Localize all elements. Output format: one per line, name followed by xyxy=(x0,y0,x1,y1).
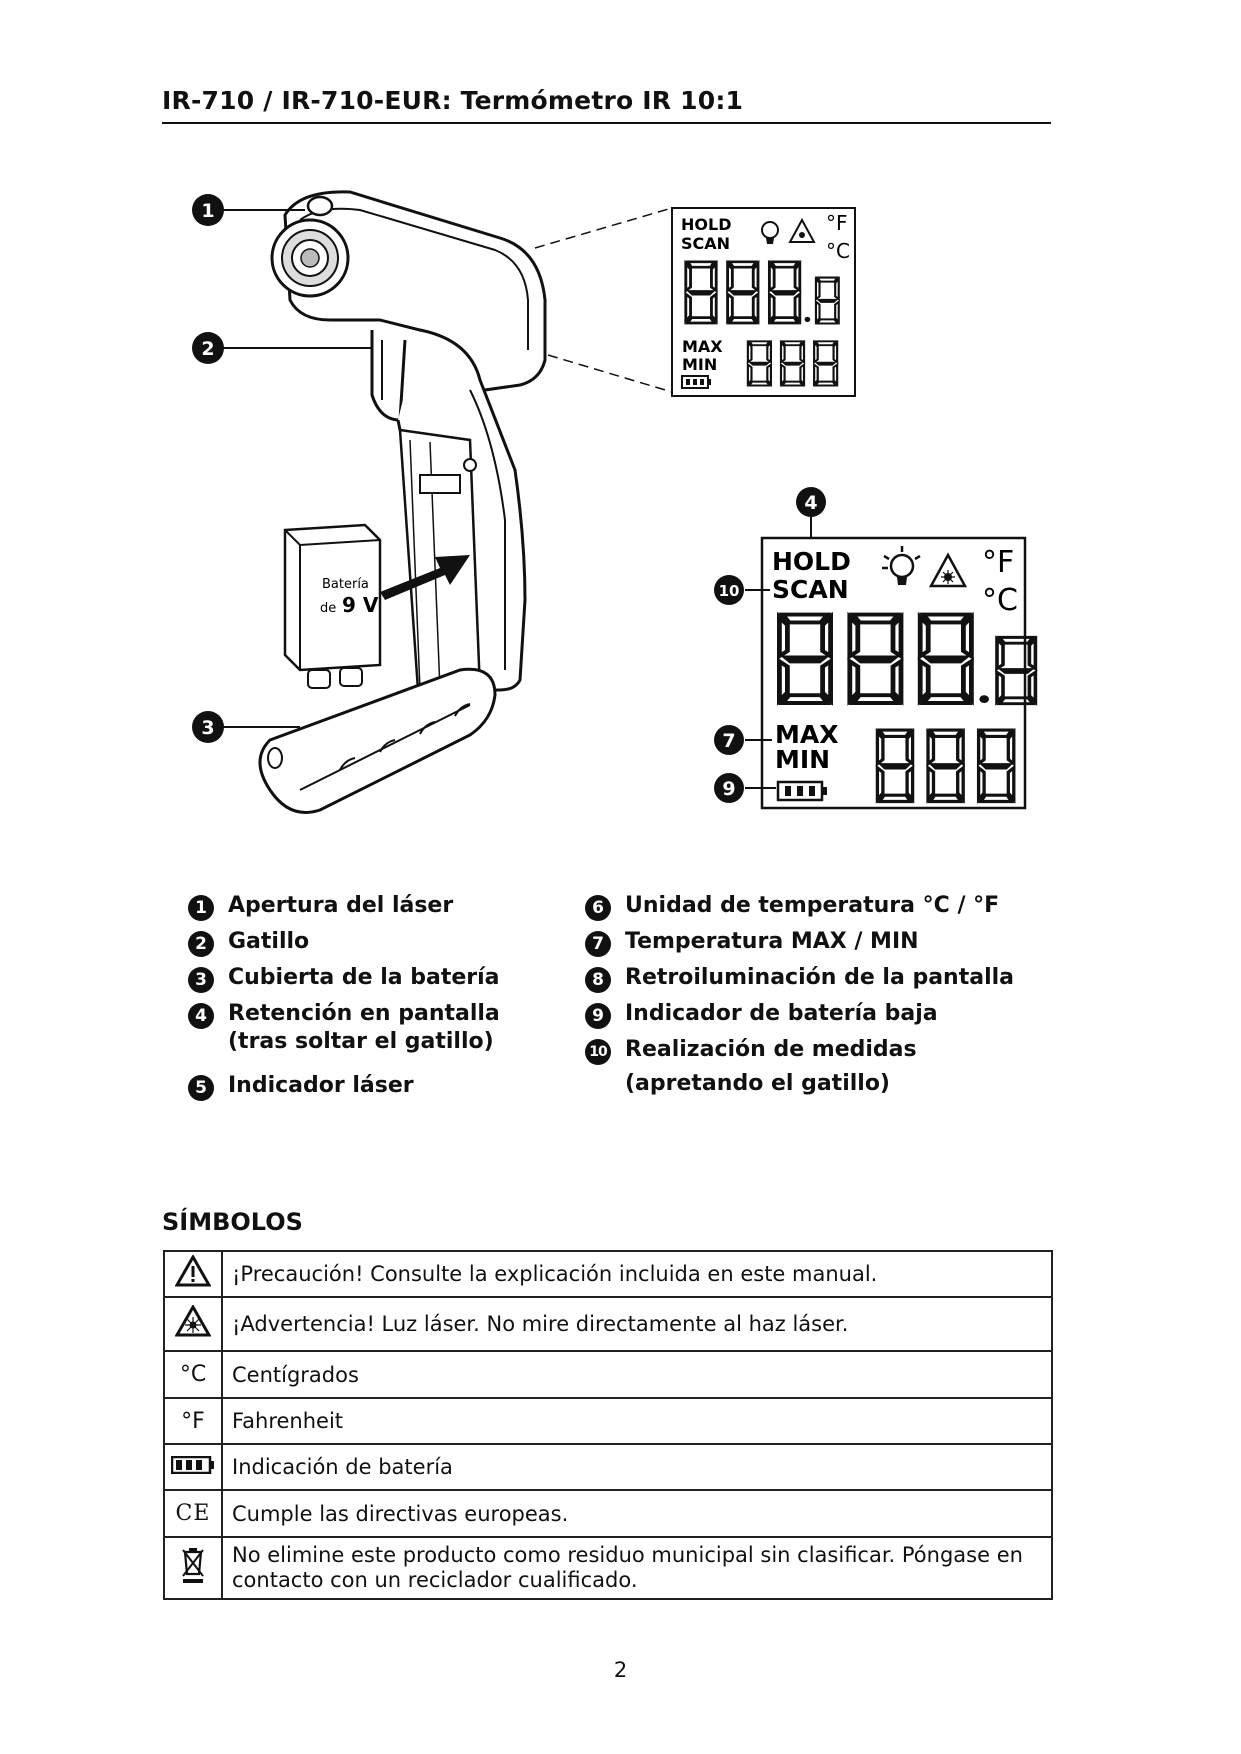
battery-icon xyxy=(163,1443,223,1491)
legend-item: 1 Apertura del láser xyxy=(188,888,500,924)
symbols-heading: SÍMBOLOS xyxy=(162,1208,303,1236)
table-row: ¡Precaución! Consulte la explicación inc… xyxy=(163,1250,1053,1298)
lcd-large-main-digits xyxy=(779,615,1038,706)
legend-number: 10 xyxy=(585,1039,611,1065)
battery-9v-drawing: Batería de 9 V xyxy=(283,523,382,689)
lcd-large-hold: HOLD xyxy=(772,547,851,576)
page-title: IR-710 / IR-710-EUR: Termómetro IR 10:1 xyxy=(162,86,744,115)
symbol-description: Fahrenheit xyxy=(221,1397,1053,1445)
legend-text: Retención en pantalla xyxy=(228,1001,500,1026)
lcd-large-scan: SCAN xyxy=(772,575,849,604)
legend-item: 5 Indicador láser xyxy=(188,1068,500,1104)
lcd-large: 4 HOLD SCAN 10 °F °C xyxy=(714,487,1038,810)
symbol-description: Indicación de batería xyxy=(221,1443,1053,1491)
lcd-large-min: MIN xyxy=(775,745,830,774)
caution-triangle-icon xyxy=(163,1250,223,1298)
callout-7: 7 xyxy=(722,730,735,752)
table-row: No elimine este producto como residuo mu… xyxy=(163,1536,1053,1600)
lcd-small: HOLD SCAN °F °C MAX MIN xyxy=(534,207,856,397)
legend-text: Gatillo xyxy=(228,929,310,954)
legend-text: Unidad de temperatura °C / °F xyxy=(625,893,1000,918)
ce-mark-icon: CE xyxy=(163,1489,223,1538)
legend-left: 1 Apertura del láser 2 Gatillo 3 Cubierta d… xyxy=(188,888,500,1104)
lcd-small-deg-f: °F xyxy=(826,211,848,235)
legend-number: 1 xyxy=(188,895,214,921)
lcd-small-max: MAX xyxy=(682,337,723,356)
lcd-small-bulb-icon xyxy=(761,221,779,244)
legend-text: Apertura del láser xyxy=(228,893,454,918)
callout-1: 1 xyxy=(201,200,214,222)
callout-9: 9 xyxy=(722,778,735,800)
battery-label-de: de xyxy=(320,601,336,616)
legend-subtext: (apretando el gatillo) xyxy=(625,1071,890,1096)
lcd-small-deg-c: °C xyxy=(826,239,850,263)
legend-item: 7 Temperatura MAX / MIN xyxy=(585,924,1014,960)
legend-item: 9 Indicador de batería baja xyxy=(585,996,1014,1032)
laser-warning-icon xyxy=(163,1296,223,1352)
legend-item: 6 Unidad de temperatura °C / °F xyxy=(585,888,1014,924)
legend-text: Indicador de batería baja xyxy=(625,1001,938,1026)
lcd-large-laser-icon xyxy=(928,552,968,588)
symbol-description: ¡Precaución! Consulte la explicación inc… xyxy=(221,1250,1053,1298)
legend-item: 2 Gatillo xyxy=(188,924,500,960)
legend-text: Retroiluminación de la pantalla xyxy=(625,965,1014,990)
lcd-small-min: MIN xyxy=(682,355,717,374)
lcd-small-main-digits xyxy=(684,260,840,325)
legend-item: 8 Retroiluminación de la pantalla xyxy=(585,960,1014,996)
symbol-description: ¡Advertencia! Luz láser. No mire directa… xyxy=(221,1296,1053,1352)
callout-3: 3 xyxy=(201,717,214,739)
table-row: °C Centígrados xyxy=(163,1350,1053,1399)
battery-label-line1: Batería xyxy=(322,577,369,592)
callout-2: 2 xyxy=(201,338,214,360)
lcd-small-laser-icon xyxy=(788,217,816,243)
legend-number: 6 xyxy=(585,895,611,921)
gun-callouts: 1 2 3 xyxy=(192,194,372,743)
battery-label-9v: 9 V xyxy=(342,593,379,617)
legend-item: 10 Realización de medidas (apretando el ga… xyxy=(585,1032,1014,1104)
lcd-large-battery-icon xyxy=(776,780,827,802)
fahrenheit-icon: °F xyxy=(163,1397,223,1445)
table-row: Indicación de batería xyxy=(163,1443,1053,1491)
legend-number: 7 xyxy=(585,931,611,957)
legend-right: 6 Unidad de temperatura °C / °F 7 Temperat… xyxy=(585,888,1014,1104)
callout-10: 10 xyxy=(719,582,740,600)
symbol-description: Cumple las directivas europeas. xyxy=(221,1489,1053,1538)
legend-text: Realización de medidas xyxy=(625,1037,917,1062)
legend-number: 9 xyxy=(585,1003,611,1029)
table-row: CE Cumple las directivas europeas. xyxy=(163,1489,1053,1538)
lcd-large-max: MAX xyxy=(775,720,839,749)
thermometer-body: Batería de 9 V xyxy=(258,190,547,814)
callout-4: 4 xyxy=(804,492,817,514)
legend-number: 2 xyxy=(188,931,214,957)
table-row: ¡Advertencia! Luz láser. No mire directa… xyxy=(163,1296,1053,1352)
page-number: 2 xyxy=(613,1658,628,1682)
legend-number: 8 xyxy=(585,967,611,993)
celsius-icon: °C xyxy=(163,1350,223,1399)
title-rule xyxy=(162,122,1051,124)
lcd-small-hold: HOLD xyxy=(681,215,731,234)
lcd-large-bulb-icon xyxy=(882,546,921,585)
weee-bin-icon xyxy=(163,1536,223,1600)
symbol-description: No elimine este producto como residuo mu… xyxy=(221,1536,1053,1600)
legend-number: 3 xyxy=(188,967,214,993)
lcd-large-deg-f: °F xyxy=(982,545,1014,580)
legend-number: 4 xyxy=(188,1003,214,1029)
insert-arrow xyxy=(380,555,470,600)
legend-text: Temperatura MAX / MIN xyxy=(625,929,919,954)
lcd-large-deg-c: °C xyxy=(982,583,1018,618)
thermometer-diagram: Batería de 9 V 1 2 3 HOLD SCAN xyxy=(192,190,1038,814)
lcd-small-scan: SCAN xyxy=(681,234,730,253)
symbols-table: ¡Precaución! Consulte la explicación inc… xyxy=(163,1250,1053,1600)
legend-text: Indicador láser xyxy=(228,1073,414,1098)
legend-number: 5 xyxy=(188,1075,214,1101)
table-row: °F Fahrenheit xyxy=(163,1397,1053,1445)
lcd-small-battery-icon xyxy=(681,375,711,389)
legend-item: 3 Cubierta de la batería xyxy=(188,960,500,996)
symbol-description: Centígrados xyxy=(221,1350,1053,1399)
legend-item: 4 Retención en pantalla (tras soltar el ga… xyxy=(188,996,500,1068)
legend-text: Cubierta de la batería xyxy=(228,965,500,990)
legend-subtext: (tras soltar el gatillo) xyxy=(228,1029,494,1054)
